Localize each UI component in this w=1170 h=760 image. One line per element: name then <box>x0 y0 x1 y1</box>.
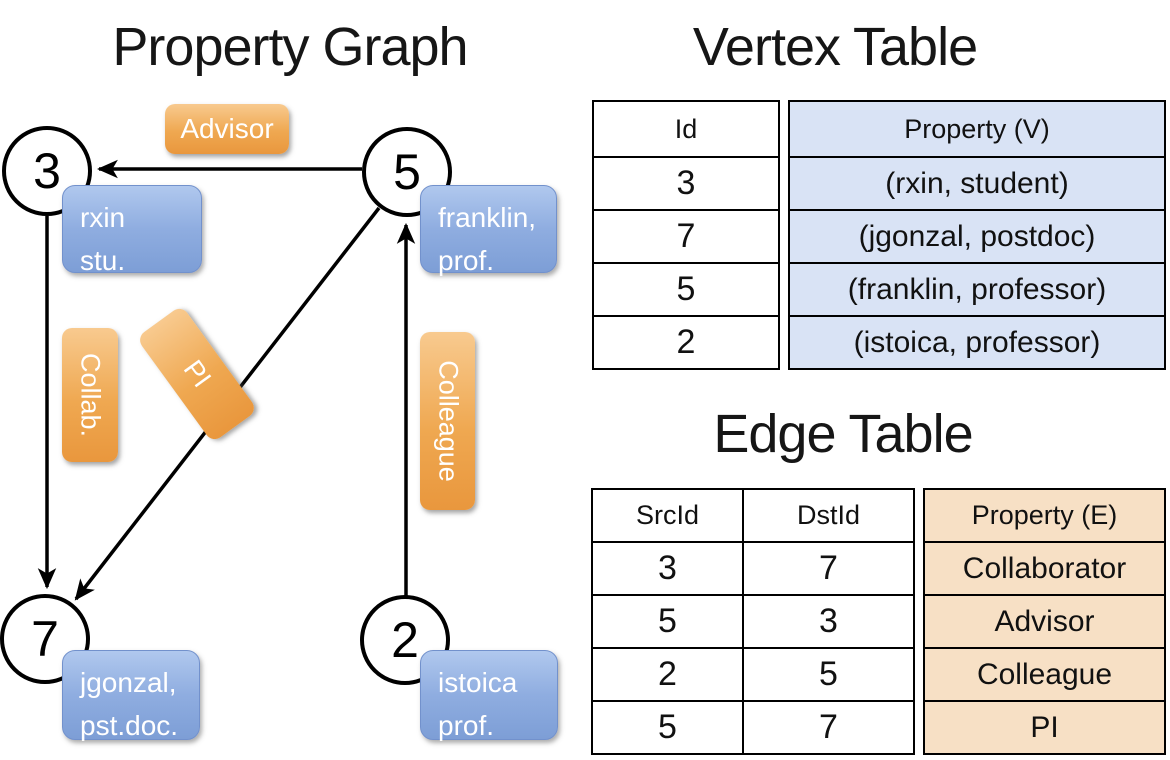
vertex-property-cell: (istoica, professor) <box>788 315 1166 370</box>
vertex-label-rxin: rxin stu. <box>62 185 202 276</box>
edge-property-header: Property (E) <box>923 488 1166 543</box>
edge-src-cell: 3 <box>591 541 744 596</box>
vertex-label-line2: stu. <box>80 245 126 276</box>
graph-node-5: 5 <box>362 127 452 217</box>
edge-src-cell: 5 <box>591 700 744 755</box>
edge-property-cell: Colleague <box>923 647 1166 702</box>
edge-table-id-columns: SrcId DstId 3 7 5 3 2 5 5 7 <box>591 488 915 755</box>
edge-dst-cell: 7 <box>742 541 915 596</box>
vertex-id-cell: 7 <box>592 209 780 264</box>
vertex-table-title: Vertex Table <box>692 17 978 77</box>
vertex-table-property-column: Property (V) (rxin, student) (jgonzal, p… <box>788 100 1166 370</box>
vertex-label-line1: jgonzal, <box>80 667 177 698</box>
node-id: 2 <box>391 612 419 668</box>
edge-label-text: Advisor <box>180 113 274 144</box>
edge-property-cell: Collaborator <box>923 541 1166 596</box>
vertex-property-cell: (jgonzal, postdoc) <box>788 209 1166 264</box>
vertex-id-header: Id <box>592 100 780 158</box>
edge-dst-cell: 5 <box>742 647 915 702</box>
edge-label-advisor: Advisor <box>165 104 289 154</box>
vertex-label-line1: franklin, <box>438 202 537 233</box>
vertex-label-jgonzal: jgonzal, pst.doc. <box>62 650 200 741</box>
vertex-property-cell: (rxin, student) <box>788 156 1166 211</box>
edge-label-text: Collab. <box>75 352 106 438</box>
vertex-label-line1: rxin <box>80 202 126 233</box>
edge-dst-cell: 7 <box>742 700 915 755</box>
node-id: 5 <box>393 144 421 200</box>
edge-property-cell: Advisor <box>923 594 1166 649</box>
vertex-label-line1: istoica <box>438 667 518 698</box>
vertex-label-istoica: istoica prof. <box>420 650 558 741</box>
graph-node-2: 2 <box>360 595 450 685</box>
edge-table-property-column: Property (E) Collaborator Advisor Collea… <box>923 488 1166 755</box>
vertex-label-line2: prof. <box>438 245 495 276</box>
vertex-label-franklin: franklin, prof. <box>420 185 557 276</box>
vertex-property-cell: (franklin, professor) <box>788 262 1166 317</box>
vertex-id-cell: 3 <box>592 156 780 211</box>
vertex-property-header: Property (V) <box>788 100 1166 158</box>
vertex-label-line2: prof. <box>438 710 495 741</box>
vertex-id-cell: 5 <box>592 262 780 317</box>
edge-label-text: Colleague <box>433 360 463 482</box>
edge-src-header: SrcId <box>591 488 744 543</box>
edge-src-cell: 2 <box>591 647 744 702</box>
edge-property-cell: PI <box>923 700 1166 755</box>
edge-dst-cell: 3 <box>742 594 915 649</box>
edge-label-colleague: Colleague <box>420 332 475 510</box>
node-id: 3 <box>33 143 61 199</box>
node-id: 7 <box>31 611 59 667</box>
property-graph-title: Property Graph <box>112 17 468 77</box>
edge-label-text: PI <box>177 354 218 393</box>
edge-table-title: Edge Table <box>713 404 973 464</box>
edge-src-cell: 5 <box>591 594 744 649</box>
vertex-label-line2: pst.doc. <box>80 710 179 741</box>
vertex-table-id-column: Id 3 7 5 2 <box>592 100 780 370</box>
vertex-id-cell: 2 <box>592 315 780 370</box>
edge-dst-header: DstId <box>742 488 915 543</box>
edge-label-collab: Collab. <box>62 328 118 462</box>
